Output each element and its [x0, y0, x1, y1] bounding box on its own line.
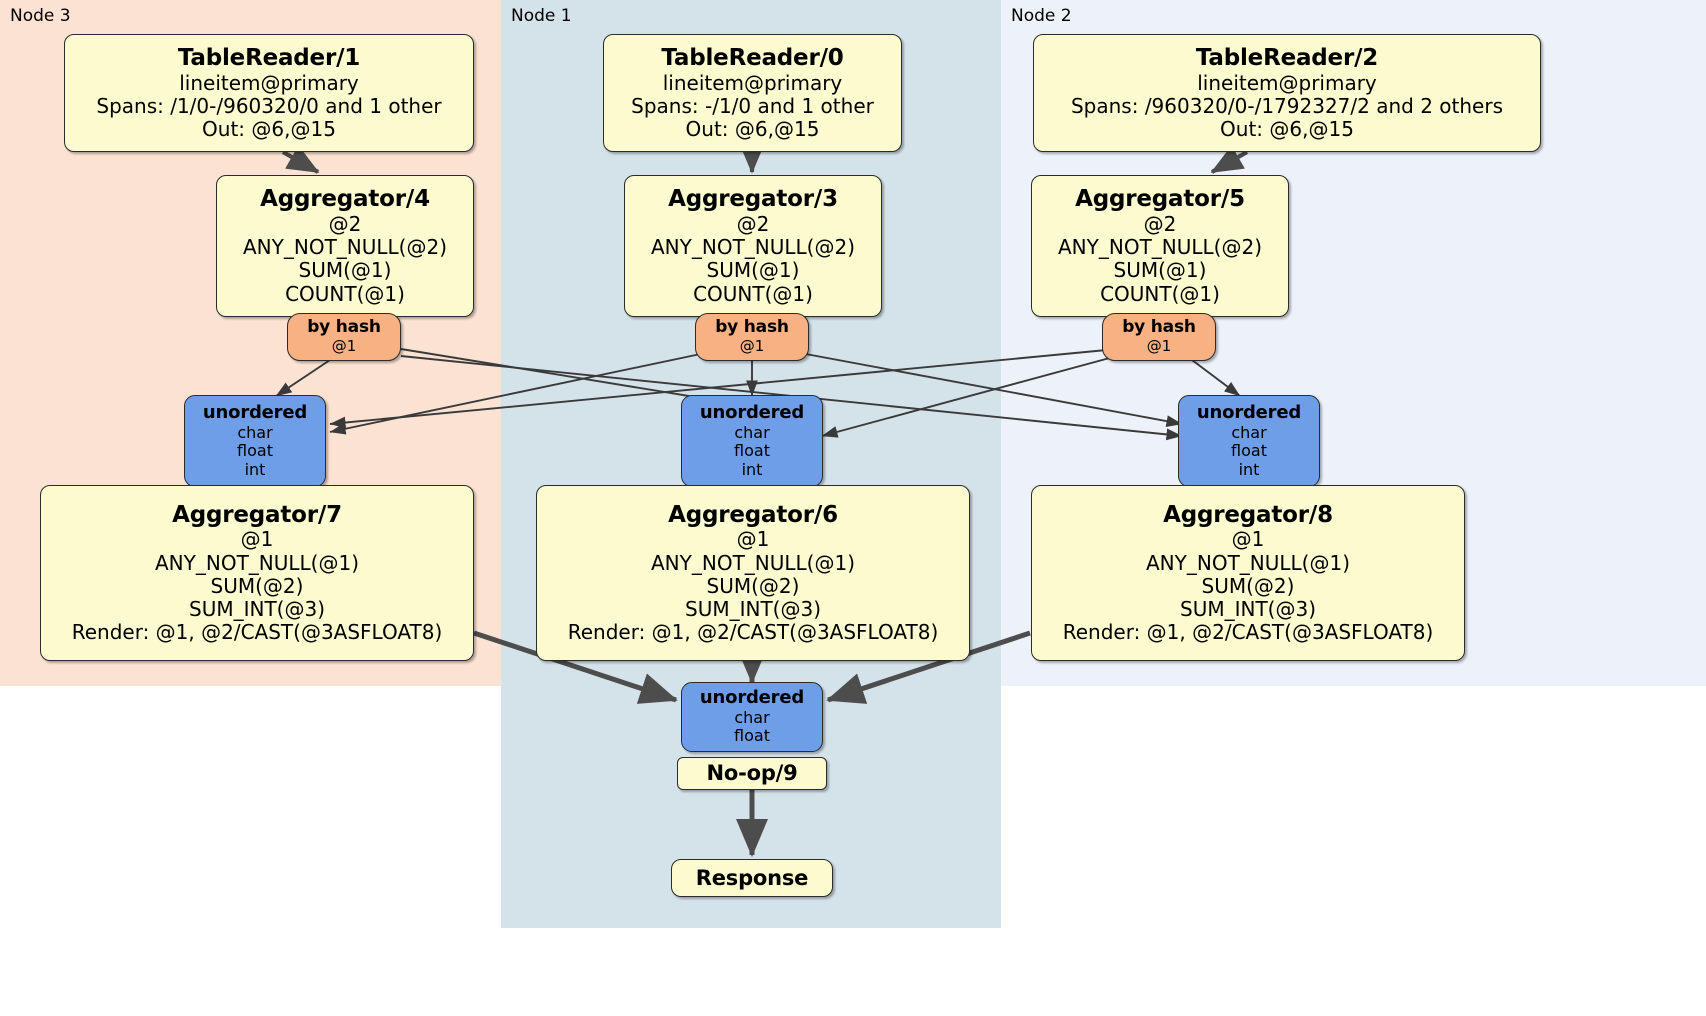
- router-title: by hash: [307, 317, 381, 338]
- node-detail-line: COUNT(@1): [1100, 281, 1220, 306]
- router-by-hash-node2[interactable]: by hash @1: [1102, 313, 1216, 361]
- node-detail-line: Spans: /960320/0-/1792327/2 and 2 others: [1070, 93, 1503, 118]
- router-column: @1: [1146, 337, 1172, 356]
- synchronizer-type: float: [734, 726, 770, 746]
- node-detail-line: lineitem@primary: [662, 70, 843, 95]
- node-detail-line: @2: [736, 211, 770, 236]
- synchronizer-type: char: [1231, 422, 1267, 442]
- node-aggregator-4[interactable]: Aggregator/4 @2 ANY_NOT_NULL(@2) SUM(@1)…: [216, 175, 474, 317]
- node-title: TableReader/1: [177, 44, 361, 71]
- node-detail-line: ANY_NOT_NULL(@2): [651, 235, 855, 260]
- node-detail-line: @2: [328, 211, 362, 236]
- router-title: by hash: [715, 317, 789, 338]
- node-detail-line: SUM(@2): [210, 573, 304, 598]
- node-detail-line: Spans: -/1/0 and 1 other: [631, 93, 874, 118]
- node-title: Aggregator/4: [260, 186, 430, 213]
- synchronizer-title: unordered: [699, 401, 805, 423]
- synchronizer-type: float: [237, 441, 273, 461]
- node-detail-line: SUM_INT(@3): [189, 596, 325, 621]
- node-detail-line: Out: @6,@15: [685, 116, 820, 141]
- node-detail-line: @2: [1143, 211, 1177, 236]
- synchronizer-title: unordered: [202, 401, 308, 423]
- node-detail-line: ANY_NOT_NULL(@1): [1146, 550, 1350, 575]
- node-detail-line: Out: @6,@15: [202, 116, 336, 141]
- synchronizer-unordered-node3[interactable]: unordered char float int: [184, 395, 326, 487]
- synchronizer-type: char: [734, 422, 770, 442]
- router-by-hash-node1[interactable]: by hash @1: [695, 313, 809, 361]
- node-title: TableReader/0: [661, 44, 844, 71]
- node-title: TableReader/2: [1195, 44, 1379, 71]
- node-aggregator-5[interactable]: Aggregator/5 @2 ANY_NOT_NULL(@2) SUM(@1)…: [1031, 175, 1289, 317]
- node-detail-line: SUM(@1): [1113, 258, 1207, 283]
- synchronizer-type: float: [734, 441, 770, 461]
- node-response[interactable]: Response: [671, 859, 833, 897]
- node-detail-line: SUM(@2): [1201, 573, 1295, 598]
- node-detail-line: COUNT(@1): [285, 281, 405, 306]
- synchronizer-type: char: [734, 707, 770, 727]
- node-detail-line: ANY_NOT_NULL(@2): [243, 235, 447, 260]
- node-detail-line: Out: @6,@15: [1220, 116, 1354, 141]
- node-detail-line: Render: @1, @2/CAST(@3ASFLOAT8): [567, 620, 939, 645]
- node-aggregator-3[interactable]: Aggregator/3 @2 ANY_NOT_NULL(@2) SUM(@1)…: [624, 175, 882, 317]
- node-title: Aggregator/5: [1075, 186, 1245, 213]
- node-aggregator-6[interactable]: Aggregator/6 @1 ANY_NOT_NULL(@1) SUM(@2)…: [536, 485, 970, 661]
- node-title: Aggregator/3: [668, 186, 838, 213]
- node-detail-line: SUM(@1): [298, 258, 392, 283]
- node-detail-line: @1: [1231, 527, 1265, 552]
- node-detail-line: SUM_INT(@3): [685, 596, 821, 621]
- synchronizer-type: char: [237, 422, 273, 442]
- synchronizer-type: float: [1231, 441, 1267, 461]
- synchronizer-unordered-node2[interactable]: unordered char float int: [1178, 395, 1320, 487]
- node-tablereader-2[interactable]: TableReader/2 lineitem@primary Spans: /9…: [1033, 34, 1541, 152]
- node-title: Aggregator/7: [172, 501, 342, 528]
- node-detail-line: lineitem@primary: [1197, 70, 1377, 95]
- node-detail-line: ANY_NOT_NULL(@2): [1058, 235, 1262, 260]
- node-detail-line: SUM(@2): [706, 573, 800, 598]
- node-aggregator-8[interactable]: Aggregator/8 @1 ANY_NOT_NULL(@1) SUM(@2)…: [1031, 485, 1465, 661]
- node-noop-9[interactable]: No-op/9: [677, 757, 827, 790]
- node-detail-line: ANY_NOT_NULL(@1): [651, 550, 855, 575]
- synchronizer-type: int: [244, 459, 266, 479]
- node-title: Aggregator/8: [1163, 501, 1333, 528]
- node-detail-line: @1: [736, 527, 770, 552]
- router-column: @1: [739, 337, 765, 356]
- node-detail-line: lineitem@primary: [179, 70, 359, 95]
- node-detail-line: SUM(@1): [706, 258, 800, 283]
- cluster-label-node-2: Node 2: [1011, 6, 1072, 26]
- synchronizer-type: int: [1238, 459, 1260, 479]
- node-detail-line: COUNT(@1): [693, 281, 813, 306]
- synchronizer-title: unordered: [1196, 401, 1302, 423]
- node-title: Aggregator/6: [668, 501, 838, 528]
- node-title: Response: [695, 865, 809, 890]
- synchronizer-title: unordered: [699, 687, 805, 709]
- node-detail-line: SUM_INT(@3): [1180, 596, 1316, 621]
- router-by-hash-node3[interactable]: by hash @1: [287, 313, 401, 361]
- synchronizer-unordered-final[interactable]: unordered char float: [681, 682, 823, 752]
- node-tablereader-1[interactable]: TableReader/1 lineitem@primary Spans: /1…: [64, 34, 474, 152]
- node-detail-line: Render: @1, @2/CAST(@3ASFLOAT8): [71, 620, 443, 645]
- cluster-label-node-3: Node 3: [10, 6, 71, 26]
- node-detail-line: ANY_NOT_NULL(@1): [155, 550, 359, 575]
- node-tablereader-0[interactable]: TableReader/0 lineitem@primary Spans: -/…: [603, 34, 902, 152]
- router-title: by hash: [1122, 317, 1196, 338]
- node-detail-line: Spans: /1/0-/960320/0 and 1 other: [96, 93, 442, 118]
- cluster-label-node-1: Node 1: [511, 6, 572, 26]
- node-title: No-op/9: [706, 761, 798, 786]
- node-detail-line: @1: [240, 527, 274, 552]
- router-column: @1: [331, 337, 357, 356]
- synchronizer-unordered-node1[interactable]: unordered char float int: [681, 395, 823, 487]
- node-detail-line: Render: @1, @2/CAST(@3ASFLOAT8): [1062, 620, 1434, 645]
- synchronizer-type: int: [741, 459, 763, 479]
- node-aggregator-7[interactable]: Aggregator/7 @1 ANY_NOT_NULL(@1) SUM(@2)…: [40, 485, 474, 661]
